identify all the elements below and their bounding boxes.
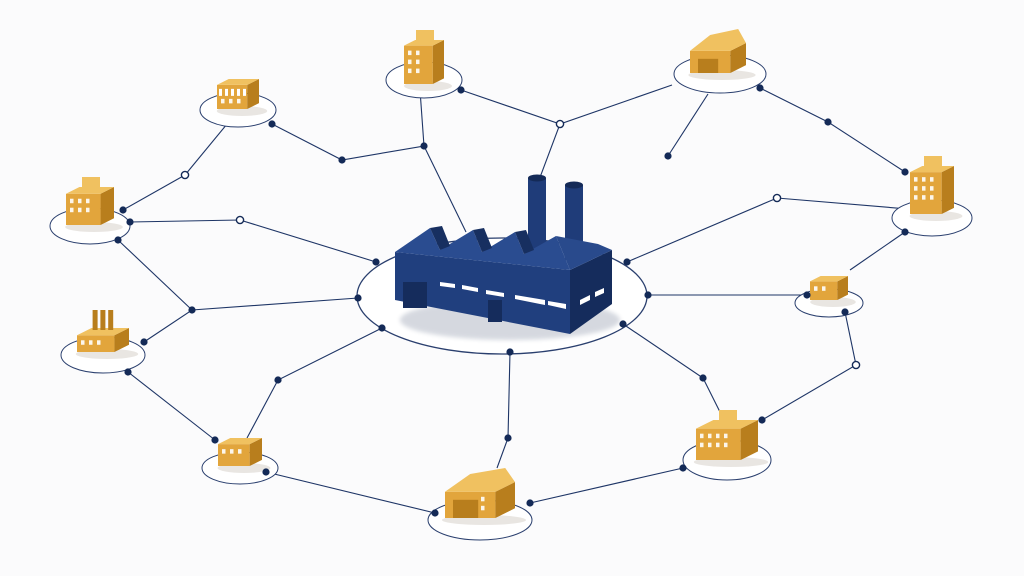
apartment-building-icon: [909, 156, 963, 221]
junction-dot: [211, 436, 219, 444]
junction-dot: [262, 468, 270, 476]
link-line: [667, 93, 709, 157]
junction-dot: [338, 156, 346, 164]
junction-dot: [901, 228, 909, 236]
junction-dot: [274, 376, 282, 384]
junction-dot: [699, 374, 707, 382]
link-line: [759, 87, 906, 173]
junction-dot: [526, 499, 534, 507]
junction-dot: [824, 118, 832, 126]
link-line: [761, 311, 857, 421]
link-line: [117, 239, 193, 311]
junction-dot: [506, 348, 514, 356]
junction-dot: [803, 291, 811, 299]
junction-dot: [431, 509, 439, 517]
junction-node-hollow: [180, 170, 190, 180]
junction-dot: [664, 152, 672, 160]
link-line: [143, 297, 359, 343]
warehouse-icon: [442, 468, 526, 525]
office-building-icon: [404, 30, 452, 91]
link-line: [496, 351, 511, 469]
junction-dot: [504, 434, 512, 442]
junction-dot: [140, 338, 148, 346]
junction-node-hollow: [772, 193, 782, 203]
small-office-icon: [810, 276, 856, 307]
link-line: [529, 467, 684, 504]
junction-dot: [378, 324, 386, 332]
junction-dot: [901, 168, 909, 176]
junction-dot: [372, 258, 380, 266]
link-line: [246, 327, 383, 439]
small-factory-icon: [75, 310, 139, 359]
office-building-icon: [693, 410, 769, 467]
link-line: [129, 219, 377, 263]
junction-node-hollow: [235, 215, 245, 225]
junction-dot: [679, 464, 687, 472]
junction-dot: [758, 416, 766, 424]
link-line: [460, 84, 673, 125]
junction-node-hollow: [851, 360, 861, 370]
warehouse-icon: [688, 29, 756, 80]
link-line: [622, 323, 725, 421]
junction-dot: [114, 236, 122, 244]
junction-dot: [644, 291, 652, 299]
junction-dots: [114, 84, 909, 517]
junction-dot: [268, 120, 276, 128]
link-line: [265, 471, 436, 514]
small-office-icon: [217, 438, 271, 473]
link-line: [423, 145, 467, 233]
junction-dot: [188, 306, 196, 314]
link-line: [271, 89, 425, 161]
office-building-icon: [65, 177, 123, 232]
link-line: [849, 231, 906, 271]
junction-dot: [420, 142, 428, 150]
junction-dot: [756, 84, 764, 92]
junction-dot: [841, 308, 849, 316]
factory-icon: [395, 174, 620, 340]
junction-dot: [354, 294, 362, 302]
link-line: [127, 371, 216, 441]
junction-node-hollow: [555, 119, 565, 129]
link-line: [184, 117, 233, 176]
junction-dot: [126, 218, 134, 226]
junction-dot: [457, 86, 465, 94]
junction-dot: [119, 206, 127, 214]
junction-dot: [623, 258, 631, 266]
store-icon: [216, 79, 268, 116]
junction-dot: [619, 320, 627, 328]
link-line: [122, 174, 186, 211]
junction-dot: [124, 368, 132, 376]
